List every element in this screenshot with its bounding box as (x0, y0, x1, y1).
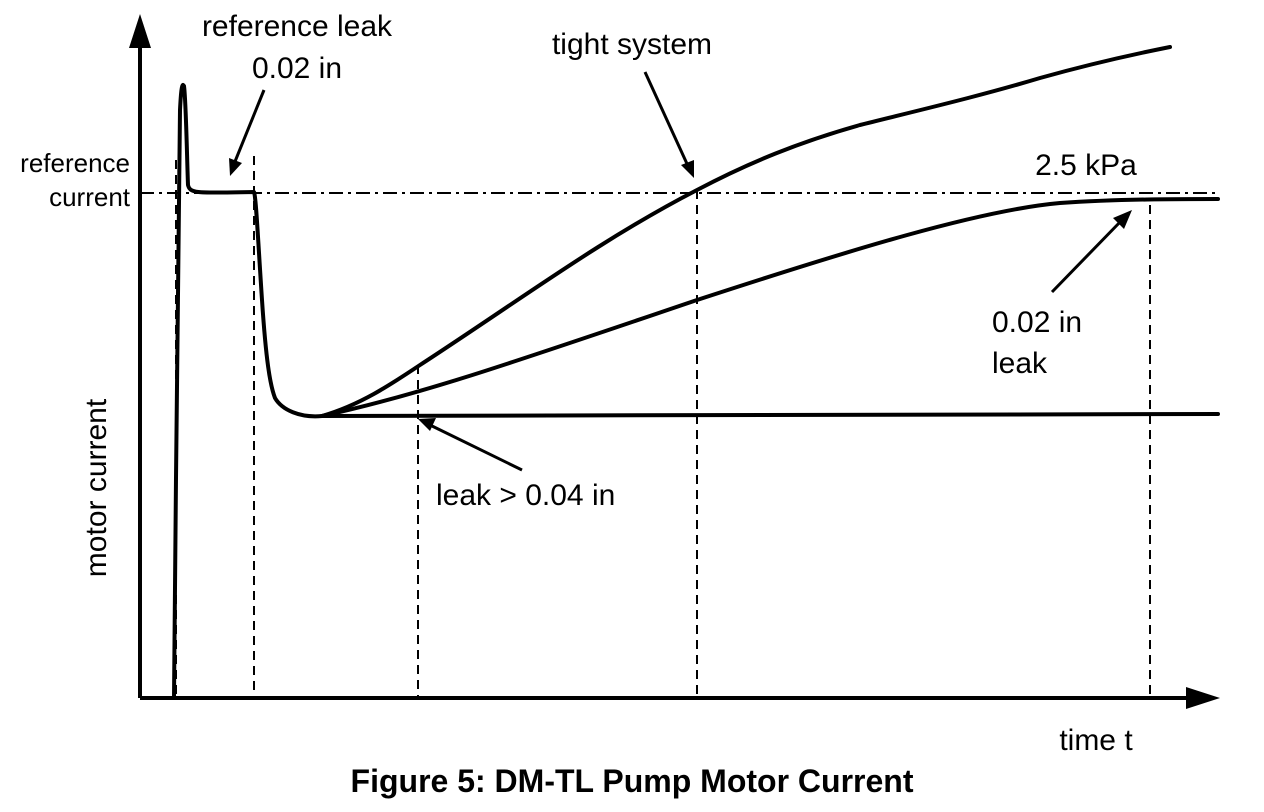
small-leak-pointer (1050, 218, 1124, 294)
small-leak-label-line2: leak (992, 347, 1048, 380)
large-leak-pointer (429, 423, 523, 472)
reference-leak-curve (172, 83, 324, 700)
small-leak-label-line1: 0.02 in (992, 306, 1082, 339)
y-axis-label: motor current (80, 398, 113, 577)
tight-system-label: tight system (552, 28, 712, 61)
small-leak-pointer-head (1113, 210, 1132, 229)
large-leak-pointer-head (418, 418, 436, 431)
reference-current-label-line2: current (49, 182, 131, 212)
reference-leak-pointer-head (229, 158, 242, 176)
figure-caption: Figure 5: DM-TL Pump Motor Current (351, 763, 914, 799)
x-axis-label: time t (1059, 724, 1133, 757)
reference-leak-label-line2: 0.02 in (252, 52, 342, 85)
pressure-label: 2.5 kPa (1035, 149, 1137, 182)
reference-leak-label-line1: reference leak (202, 10, 393, 43)
x-axis-arrowhead (1186, 687, 1220, 709)
reference-leak-pointer (232, 89, 266, 165)
tight-system-pointer-head (681, 160, 694, 178)
y-axis-arrowhead (129, 14, 151, 48)
tight-system-curve (320, 45, 1172, 418)
reference-current-label-line1: reference (20, 148, 130, 178)
large-leak-label: leak > 0.04 in (436, 479, 615, 512)
tight-system-pointer (643, 71, 690, 167)
large-leak-curve (320, 412, 1220, 418)
small-leak-curve (320, 197, 1220, 418)
